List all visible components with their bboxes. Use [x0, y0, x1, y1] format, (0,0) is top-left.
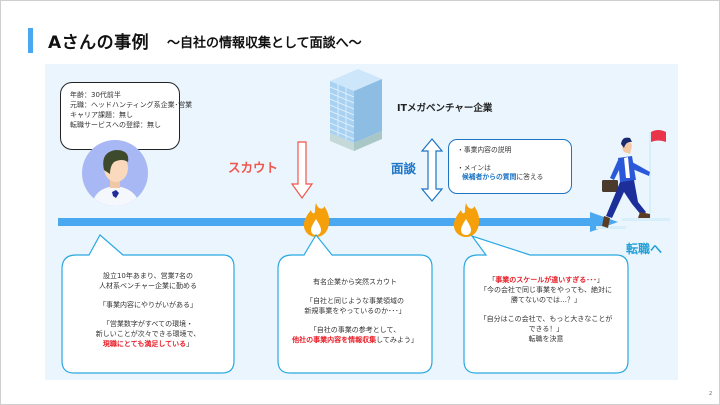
- goal-label: 転職へ: [626, 242, 663, 256]
- speech-bubble-decision: 「事業のスケールが違いすぎる･･･」 「今の会社で同じ事業をやっても、絶対に 勝…: [460, 233, 632, 378]
- interview-details-box: ・事業内容の説明 ・メインは 候補者からの質問に答える: [448, 139, 572, 194]
- interview-line-3-rest: に答える: [516, 173, 544, 181]
- speech-bubble-shape: [463, 234, 629, 374]
- flame-icon: [303, 203, 330, 237]
- bubble-1-line-1: 設立10年あまり、営業7名の: [102, 272, 194, 280]
- interview-label: 面談: [391, 161, 417, 176]
- profile-previous-job: 元職：ヘッドハンティング系企業･営業: [70, 101, 193, 109]
- bubble-1-line-5: 新しいことが次々できる環境で、: [95, 330, 201, 338]
- up-down-arrow-icon: [421, 138, 443, 202]
- slide-subtitle: ～自社の情報収集として面談へ～: [167, 36, 362, 51]
- profile-box: 年齢：30代前半 元職：ヘッドハンティング系企業･営業 キャリア課題：無し 転職…: [60, 82, 193, 150]
- slide-title: Aさんの事例: [48, 33, 150, 53]
- profile-career-issue: キャリア課題：無し: [70, 111, 133, 119]
- person-avatar-icon: [82, 140, 148, 206]
- speech-bubble-shape: [277, 233, 433, 374]
- bubble-1-line-6-rest: 」: [186, 340, 194, 348]
- page-number: 2: [709, 391, 713, 397]
- profile-registration: 転職サービスへの登録：無し: [70, 121, 161, 129]
- down-arrow-icon: [290, 141, 314, 200]
- bubble-3-line-3: 勝てないのでは…？」: [511, 296, 581, 304]
- bubble-3-text: 「事業のスケールが違いすぎる･･･」 「今の会社で同じ事業をやっても、絶対に 勝…: [460, 275, 632, 344]
- scout-label: スカウト: [228, 160, 279, 175]
- bubble-1-text: 設立10年あまり、営業7名の 人材系ベンチャー企業に勤める 「事業内容にやりがい…: [58, 271, 238, 349]
- bubble-2-line-5-rest: してみよう」: [376, 336, 418, 344]
- bubble-3-line-2: 「今の会社で同じ事業をやっても、絶対に: [479, 286, 613, 294]
- interview-highlight: 候補者からの質問: [462, 173, 517, 181]
- profile-age: 年齢：30代前半: [70, 91, 121, 99]
- bubble-3-close-quote: 」: [596, 276, 604, 284]
- bubble-2-line-4: 「自社の事業の参考として、: [309, 326, 401, 334]
- title-accent-bar: [28, 28, 33, 53]
- interview-line-1: ・事業内容の説明: [457, 146, 512, 154]
- bubble-3-line-4: 「自分はこの会社で、もっと大きなことが: [479, 315, 613, 323]
- speech-bubble-current-job: 設立10年あまり、営業7名の 人材系ベンチャー企業に勤める 「事業内容にやりがい…: [58, 233, 238, 378]
- speech-bubble-scout: 有名企業から突然スカウト 「自社と同じような事業領域の 新規事業をやっているのか…: [274, 233, 436, 378]
- office-building-icon: [329, 69, 382, 151]
- bubble-3-open-quote: 「: [488, 276, 496, 284]
- speech-bubble-shape: [61, 234, 235, 374]
- interview-line-2: ・メインは: [457, 163, 491, 172]
- businessman-running-to-flag-icon: [596, 130, 670, 229]
- bubble-3-highlight: 事業のスケールが違いすぎる･･･: [495, 276, 597, 284]
- bubble-2-line-1: 有名企業から突然スカウト: [313, 278, 397, 286]
- timeline-arrow: [58, 212, 618, 232]
- bubble-1-line-3: 「事業内容にやりがいがある」: [99, 301, 197, 309]
- bubble-2-line-3: 新規事業をやっているのか･･･」: [304, 307, 406, 315]
- bubble-3-line-6: 転職を決意: [528, 335, 564, 343]
- bubble-2-text: 有名企業から突然スカウト 「自社と同じような事業領域の 新規事業をやっているのか…: [274, 277, 436, 345]
- bubble-2-line-2: 「自社と同じような事業領域の: [306, 297, 404, 305]
- bubble-1-line-2: 人材系ベンチャー企業に勤める: [99, 282, 197, 290]
- bubble-1-highlight: 現職にとても満足している: [102, 340, 187, 348]
- company-label: ITメガベンチャー企業: [397, 103, 493, 114]
- bubble-1-line-4: 「営業数字がすべての環境・: [102, 320, 194, 328]
- flame-icon: [453, 203, 480, 237]
- bubble-2-highlight: 他社の事業内容を情報収集: [292, 336, 377, 344]
- bubble-3-line-5: できる！」: [528, 325, 564, 333]
